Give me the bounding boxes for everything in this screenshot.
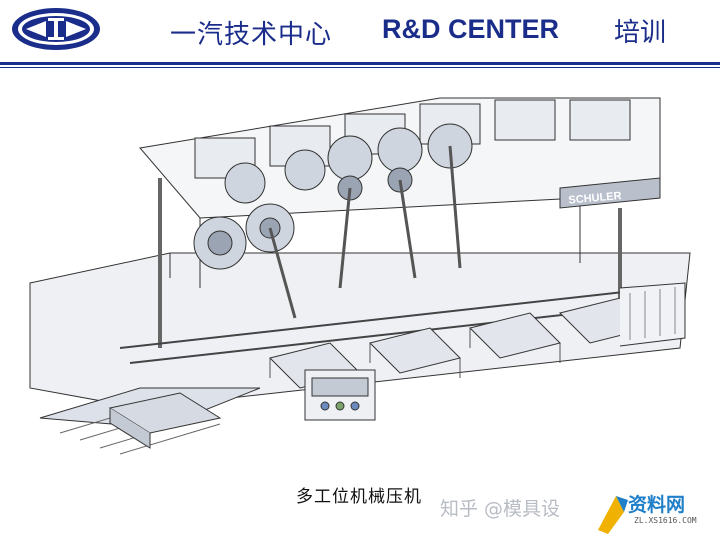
- header-title-chinese: 一汽技术中心: [170, 20, 333, 50]
- site-name: 资料网: [628, 494, 686, 516]
- header-title-english: R&D CENTER: [382, 14, 560, 44]
- header-divider-thin: [0, 67, 720, 68]
- faw-logo-icon: [12, 8, 100, 50]
- figure-caption: 多工位机械压机: [296, 487, 422, 507]
- zhihu-watermark: 知乎 @模具设: [440, 498, 561, 520]
- site-logo-icon: [598, 496, 628, 534]
- press-brand-label: SCHULER: [568, 190, 622, 207]
- header-divider: [0, 62, 720, 65]
- header-section-label: 培训: [614, 18, 667, 48]
- site-url: ZL.XS1616.COM: [634, 516, 697, 525]
- slide-header: 一汽技术中心 R&D CENTER 培训: [0, 0, 720, 62]
- transfer-press-illustration: SCHULER: [29, 97, 691, 455]
